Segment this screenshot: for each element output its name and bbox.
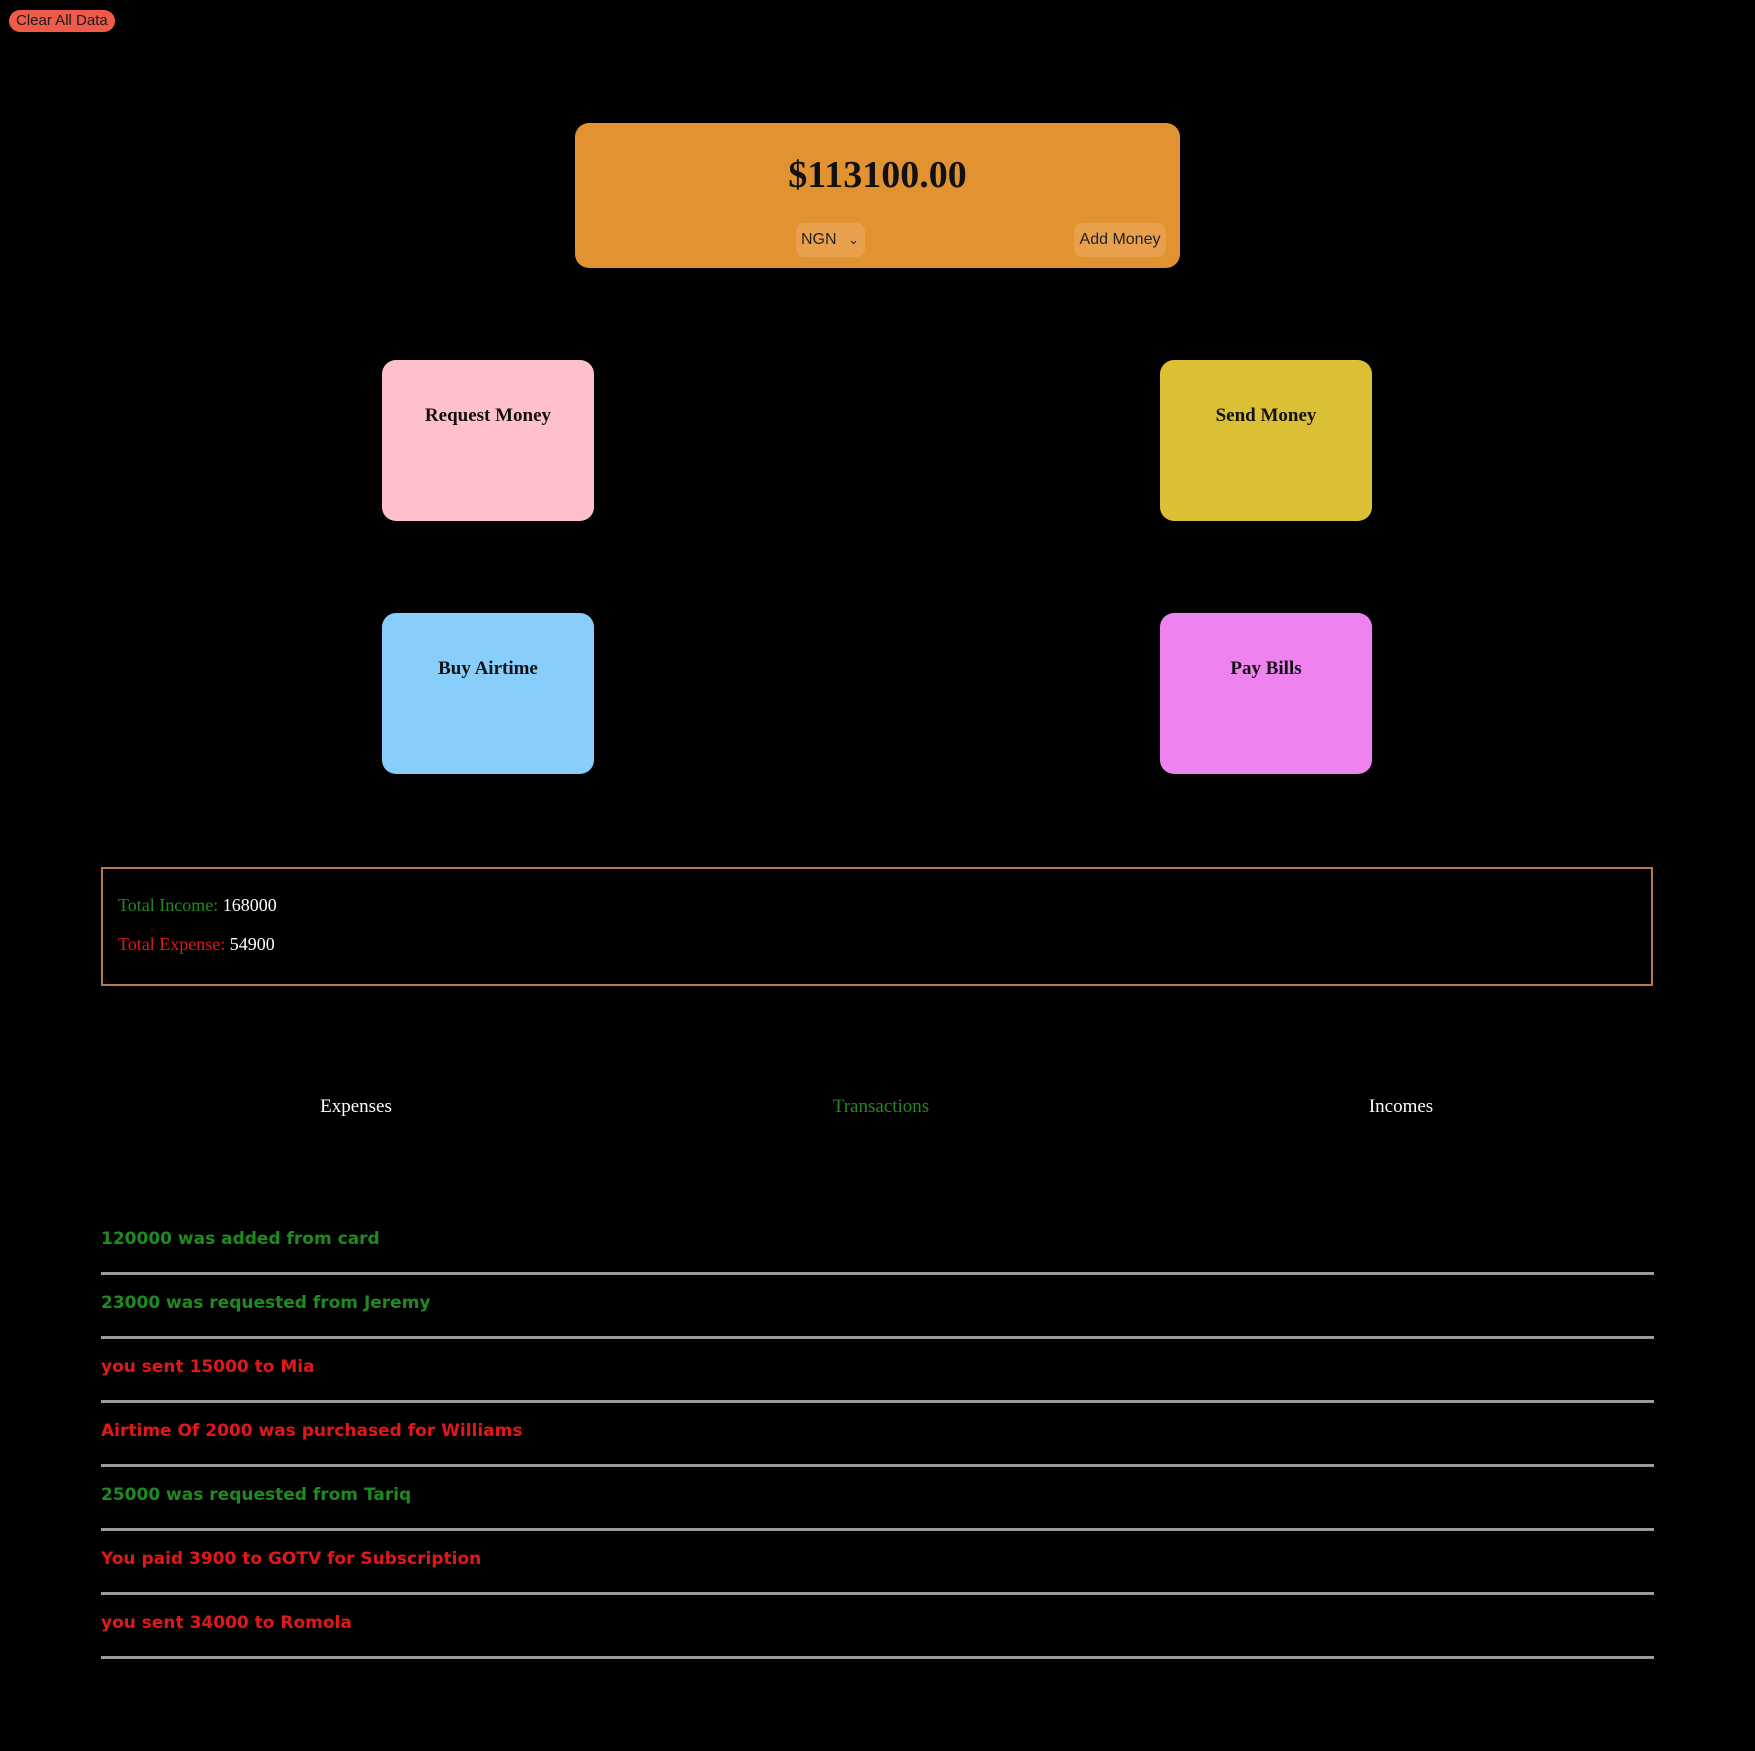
chevron-down-icon: ⌄ [848,232,859,247]
total-income-label: Total Income: [118,895,219,915]
transaction-item: you sent 34000 to Romola [101,1595,1654,1659]
add-money-button[interactable]: Add Money [1074,223,1166,257]
buy-airtime-card[interactable]: Buy Airtime [382,613,594,774]
send-money-label: Send Money [1215,405,1317,426]
send-money-card[interactable]: Send Money [1160,360,1372,521]
clear-all-data-button[interactable]: Clear All Data [9,10,115,32]
buy-airtime-label: Buy Airtime [438,658,538,679]
transaction-item: you sent 15000 to Mia [101,1339,1654,1403]
tab-transactions[interactable]: Transactions [832,1096,930,1117]
currency-select[interactable]: NGN ⌄ [796,223,865,257]
transaction-item: 25000 was requested from Tariq [101,1467,1654,1531]
transaction-item: 120000 was added from card [101,1211,1654,1275]
pay-bills-card[interactable]: Pay Bills [1160,613,1372,774]
pay-bills-label: Pay Bills [1230,658,1302,679]
tab-expenses[interactable]: Expenses [320,1096,392,1117]
transaction-item: Airtime Of 2000 was purchased for Willia… [101,1403,1654,1467]
tab-incomes[interactable]: Incomes [1368,1096,1434,1117]
transaction-item: 23000 was requested from Jeremy [101,1275,1654,1339]
balance-card: $113100.00 NGN ⌄ Add Money [575,123,1180,268]
total-expense-row: Total Expense: 54900 [118,934,275,955]
total-income-value: 168000 [222,895,277,915]
total-income-row: Total Income: 168000 [118,895,277,916]
transaction-item: You paid 3900 to GOTV for Subscription [101,1531,1654,1595]
summary-box: Total Income: 168000 Total Expense: 5490… [101,867,1653,986]
request-money-card[interactable]: Request Money [382,360,594,521]
request-money-label: Request Money [424,405,552,426]
currency-value: NGN [801,231,837,248]
balance-amount: $113100.00 [788,154,967,196]
total-expense-label: Total Expense: [118,934,226,954]
total-expense-value: 54900 [229,934,275,954]
